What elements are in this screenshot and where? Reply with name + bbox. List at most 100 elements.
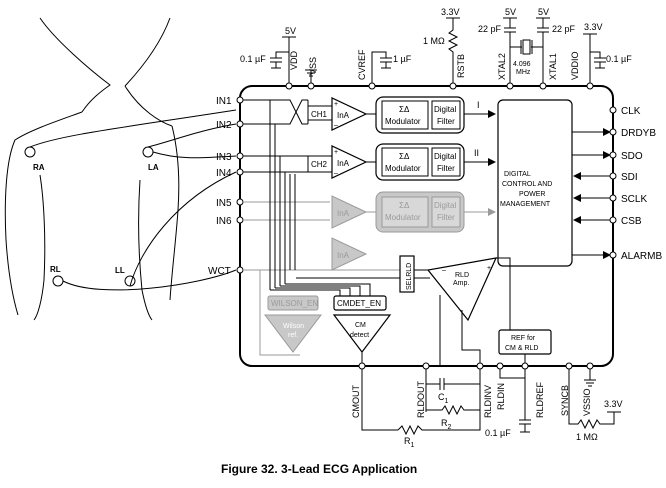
- pin-sclk: SCLK: [573, 194, 647, 205]
- svg-text:CLK: CLK: [621, 106, 641, 117]
- pin-vddio-label: VDDIO: [570, 51, 580, 80]
- figure-caption: Figure 32. 3-Lead ECG Application: [221, 462, 417, 476]
- pin-alarmb: ALARMB: [572, 251, 662, 262]
- svg-text:Amp.: Amp.: [453, 280, 469, 287]
- svg-text:ref.: ref.: [288, 332, 298, 339]
- pin-vssio-label: VSSIO: [582, 388, 592, 416]
- cap-vddio-value: 0.1 µF: [606, 54, 632, 64]
- electrode-ll: LL: [115, 266, 136, 287]
- supply-5v-b: 5V: [505, 7, 516, 17]
- res-rstb-value: 1 MΩ: [423, 36, 445, 46]
- pin-clk: CLK: [609, 106, 641, 117]
- pin-rldref-label: RLDREF: [535, 381, 545, 418]
- body-outline: [4, 17, 180, 321]
- svg-text:CSB: CSB: [621, 216, 642, 227]
- svg-text:MANAGEMENT: MANAGEMENT: [500, 201, 551, 208]
- rld-amp-block: SELRLD RLD Amp. – +: [399, 255, 511, 366]
- pin-in1: IN1: [216, 96, 244, 107]
- supply-5v-a: 5V: [285, 26, 296, 36]
- pin-rldout-label: RLDOUT: [416, 380, 426, 418]
- pin-rldinv-label: RLDINV: [483, 385, 493, 418]
- svg-text:Digital: Digital: [434, 152, 456, 161]
- svg-text:SDO: SDO: [621, 151, 643, 162]
- svg-text:InA: InA: [337, 209, 350, 218]
- bottom-components: R1 C1 R2 0.1 µF 3.3V 1 MΩ: [361, 369, 623, 449]
- right-pins: CLK DRDYB SDO SDI SCLK CSB ALARMB: [572, 106, 662, 262]
- svg-text:–: –: [334, 170, 338, 177]
- cap-xtal2-value: 22 pF: [478, 24, 502, 34]
- pin-rldin-label: RLDIN: [496, 383, 506, 410]
- svg-text:ΣΔ: ΣΔ: [399, 201, 410, 210]
- lead-i-label: I: [477, 100, 480, 110]
- svg-text:ALARMB: ALARMB: [621, 251, 662, 262]
- pin-sdi: SDI: [573, 172, 638, 183]
- electrode-ll-label: LL: [115, 266, 125, 275]
- channel-3-disabled: InA ΣΔ Modulator Digital Filter InA: [331, 191, 496, 271]
- svg-text:detect: detect: [350, 332, 369, 339]
- pin-vss-label: VSS: [308, 57, 318, 75]
- svg-text:IN6: IN6: [216, 216, 232, 227]
- cap-vdd-value: 0.1 µF: [240, 54, 266, 64]
- svg-text:+: +: [334, 101, 338, 108]
- svg-text:Filter: Filter: [437, 117, 455, 126]
- crystal-value-a: 4.096: [513, 61, 531, 68]
- svg-text:Modulator: Modulator: [385, 213, 421, 222]
- bottom-pins: CMOUT RLDOUT RLDINV RLDIN RLDREF SYNCB V…: [351, 362, 594, 418]
- electrode-rl-label: RL: [50, 265, 61, 274]
- svg-text:+: +: [487, 265, 491, 272]
- electrode-ra-label: RA: [33, 163, 45, 172]
- pin-xtal2-label: XTAL2: [497, 53, 507, 80]
- internal-wiring: [259, 100, 430, 356]
- svg-text:ΣΔ: ΣΔ: [399, 152, 410, 161]
- svg-text:IN2: IN2: [216, 120, 232, 131]
- svg-text:SCLK: SCLK: [621, 194, 647, 205]
- svg-text:+: +: [334, 149, 338, 156]
- pin-wct: WCT: [208, 266, 244, 277]
- pin-rstb-label: RSTB: [456, 54, 466, 78]
- res-bottom-value: 1 MΩ: [576, 432, 598, 442]
- svg-text:CM: CM: [355, 322, 366, 329]
- svg-text:InA: InA: [337, 111, 350, 120]
- svg-text:InA: InA: [337, 159, 350, 168]
- svg-text:POWER: POWER: [519, 191, 545, 198]
- svg-text:Digital: Digital: [434, 105, 456, 114]
- channel-1: CH1 InA + – ΣΔ Modulator Digital Filter …: [307, 96, 496, 134]
- cap-c1-label: C1: [438, 392, 449, 405]
- svg-text:RLD: RLD: [455, 272, 469, 279]
- ref-block: REF for CM & RLD: [498, 329, 552, 366]
- cap-cvref-value: 1 µF: [393, 54, 412, 64]
- svg-text:Filter: Filter: [437, 213, 455, 222]
- svg-text:WILSON_EN: WILSON_EN: [271, 299, 318, 308]
- supply-5v-c: 5V: [538, 7, 549, 17]
- pin-in4: IN4: [216, 168, 244, 179]
- supply-3v3-bottom: 3.3V: [604, 399, 623, 409]
- channel-2: CH2 InA + – ΣΔ Modulator Digital Filter …: [307, 143, 496, 181]
- svg-text:CONTROL AND: CONTROL AND: [502, 181, 552, 188]
- svg-text:CH1: CH1: [311, 110, 328, 119]
- svg-text:DRDYB: DRDYB: [621, 128, 656, 139]
- svg-text:CMDET_EN: CMDET_EN: [337, 299, 381, 308]
- pin-in3: IN3: [216, 152, 244, 163]
- pin-in5: IN5: [216, 198, 244, 209]
- pin-syncb-label: SYNCB: [560, 385, 570, 416]
- svg-text:ΣΔ: ΣΔ: [399, 105, 410, 114]
- pin-cvref-label: CVREF: [357, 49, 367, 80]
- pin-drdyb: DRDYB: [572, 128, 656, 139]
- wilson-block-disabled: WILSON_EN Wilson ref.: [263, 295, 323, 353]
- svg-text:SDI: SDI: [621, 172, 638, 183]
- lead-cables: [29, 109, 237, 291]
- pin-xtal1-label: XTAL1: [548, 53, 558, 80]
- top-pins: 5V 0.1 µF VDD VSS CVREF 1 µF 3.3V 1 MΩ R…: [240, 7, 632, 90]
- left-pins: IN1 IN2 IN3 IN4 IN5 IN6 WCT: [208, 96, 244, 277]
- pin-in2: IN2: [216, 120, 244, 131]
- svg-text:CH2: CH2: [311, 160, 328, 169]
- svg-text:Digital: Digital: [434, 201, 456, 210]
- res-r2-label: R2: [441, 418, 452, 431]
- svg-text:IN3: IN3: [216, 152, 232, 163]
- svg-text:Modulator: Modulator: [385, 117, 421, 126]
- cap-xtal1-value: 22 pF: [552, 24, 576, 34]
- electrode-la: LA: [142, 146, 159, 172]
- pin-sdo: SDO: [572, 151, 643, 162]
- svg-text:–: –: [442, 267, 446, 274]
